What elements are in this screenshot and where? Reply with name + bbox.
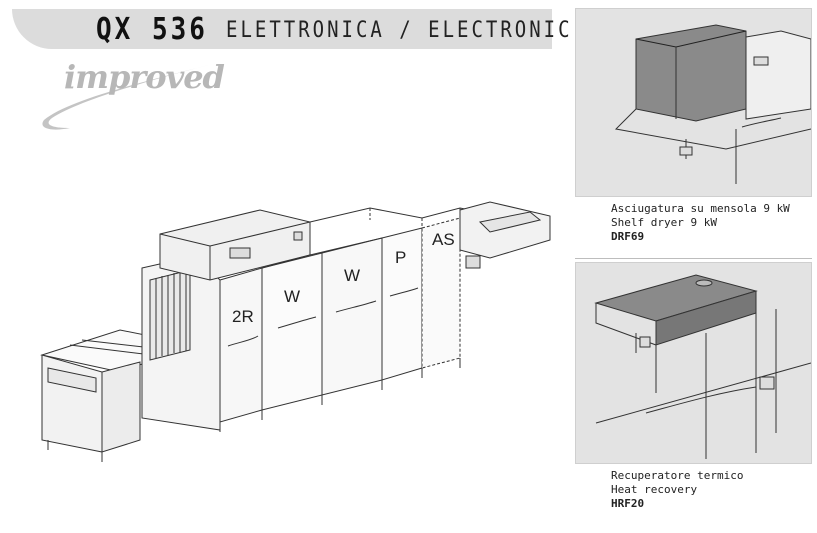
option-heat-recovery-caption: Recuperatore termico Heat recovery HRF20 bbox=[575, 465, 812, 531]
section-label-w2: W bbox=[344, 266, 360, 285]
dishwasher-drawing: 2R W W P AS bbox=[40, 201, 551, 462]
section-label-as: AS bbox=[432, 230, 455, 249]
option-name-it: Recuperatore termico bbox=[611, 469, 744, 482]
option-code: HRF20 bbox=[611, 497, 645, 510]
option-code: DRF69 bbox=[611, 230, 645, 243]
section-label-w1: W bbox=[284, 287, 300, 306]
model-subtitle: ELETTRONICA / ELECTRONIC bbox=[226, 17, 573, 43]
header-band bbox=[12, 9, 552, 49]
option-name-en: Shelf dryer 9 kW bbox=[611, 216, 717, 229]
improved-logo: improved bbox=[64, 58, 225, 96]
model-name: QX 536 bbox=[96, 12, 208, 48]
section-divider bbox=[575, 258, 812, 259]
option-shelf-dryer-caption: Asciugatura su mensola 9 kW Shelf dryer … bbox=[575, 198, 812, 260]
option-shelf-dryer-image bbox=[575, 8, 812, 197]
section-label-p: P bbox=[395, 248, 406, 267]
section-label-2r: 2R bbox=[232, 307, 254, 326]
option-heat-recovery-image bbox=[575, 262, 812, 464]
option-name-en: Heat recovery bbox=[611, 483, 698, 496]
option-name-it: Asciugatura su mensola 9 kW bbox=[611, 202, 790, 215]
